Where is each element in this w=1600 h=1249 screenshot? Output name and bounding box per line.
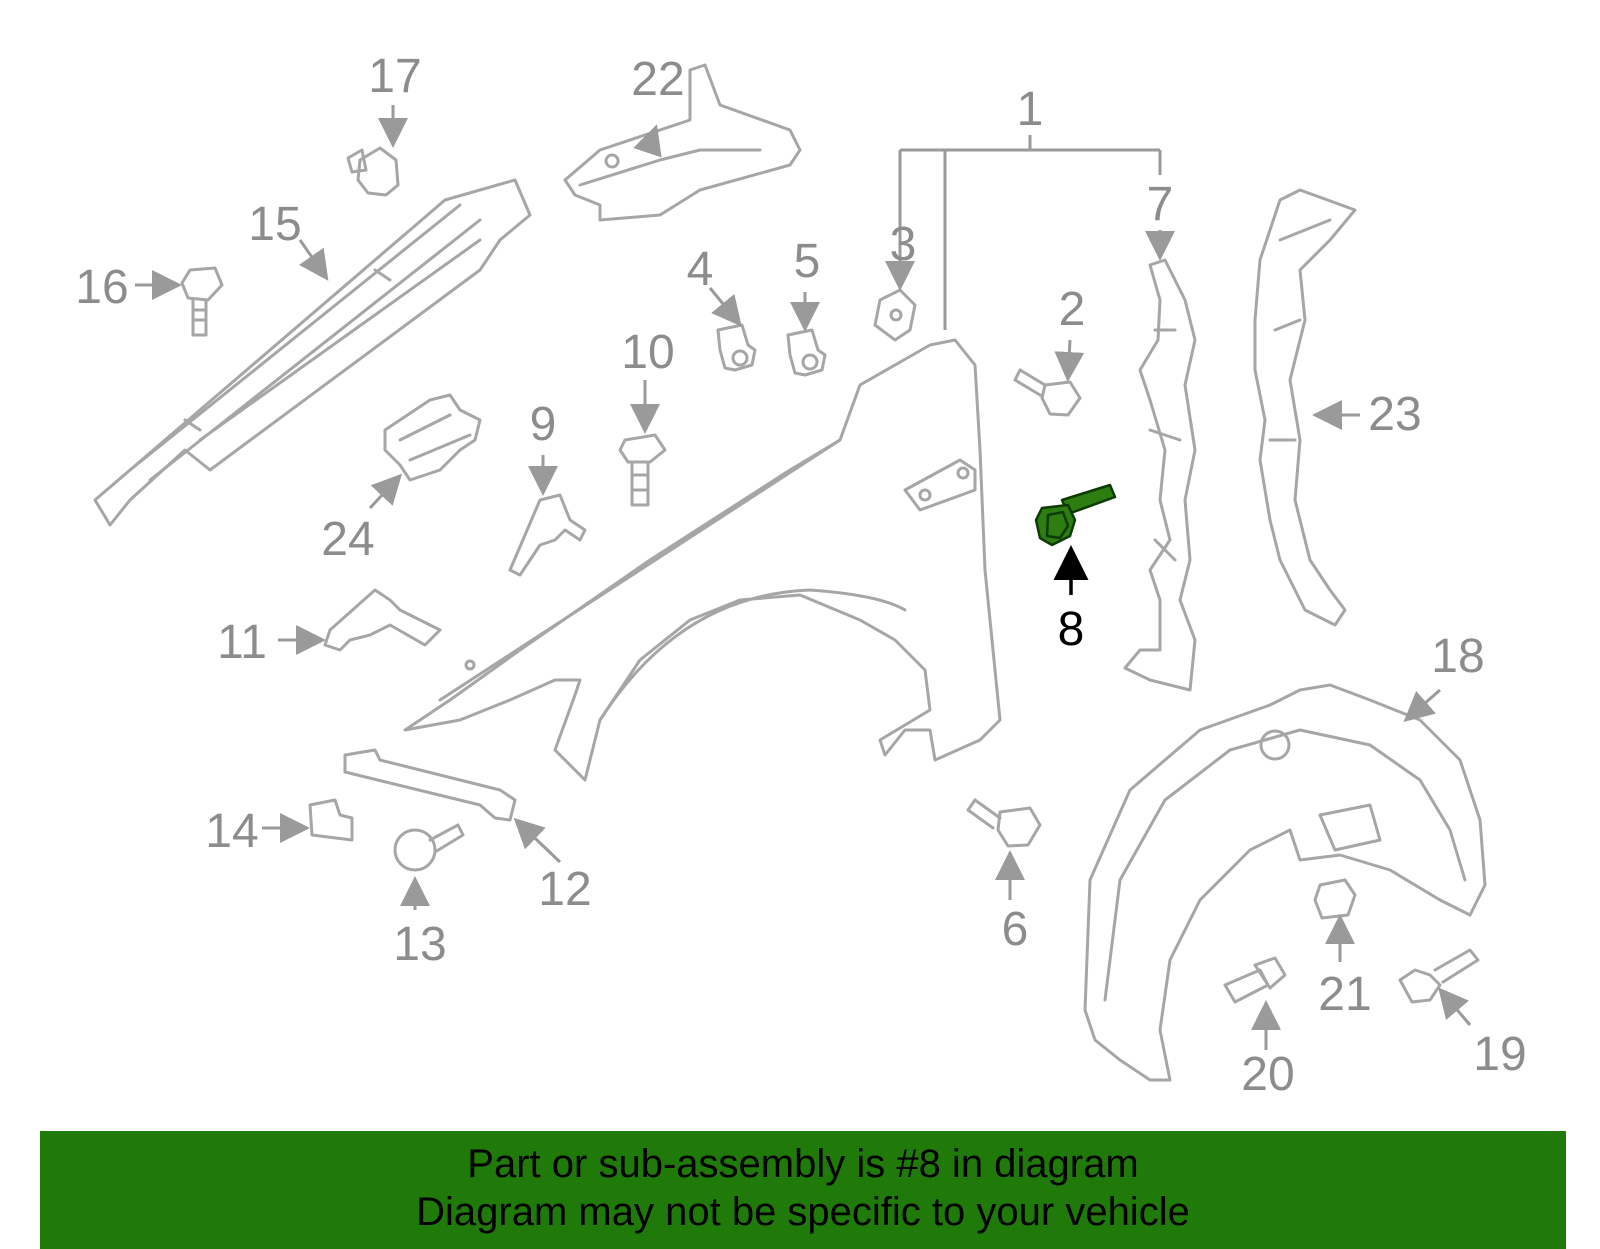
callout-13[interactable]: 13 [393, 918, 446, 971]
callout-10[interactable]: 10 [621, 326, 674, 379]
part-20-clip[interactable] [1223, 956, 1287, 1004]
callout-1[interactable]: 1 [1017, 83, 1044, 136]
part-8-bolt-highlighted[interactable] [1034, 483, 1117, 547]
part-2-bolt[interactable] [1013, 368, 1082, 417]
part-15-rail[interactable] [93, 178, 532, 527]
callout-12[interactable]: 12 [538, 863, 591, 916]
callout-24[interactable]: 24 [321, 513, 374, 566]
banner-line-1: Part or sub-assembly is #8 in diagram [467, 1142, 1139, 1186]
callout-21[interactable]: 21 [1318, 968, 1371, 1021]
callout-22[interactable]: 22 [631, 53, 684, 106]
part-23-strip[interactable] [1253, 188, 1357, 627]
part-22-bracket[interactable] [563, 63, 802, 222]
callout-7[interactable]: 7 [1147, 178, 1174, 231]
callout-3[interactable]: 3 [890, 218, 917, 271]
callout-19[interactable]: 19 [1473, 1028, 1526, 1081]
part-7-strip[interactable] [1123, 258, 1197, 692]
callout-2[interactable]: 2 [1059, 283, 1086, 336]
callout-9[interactable]: 9 [530, 398, 557, 451]
fender-panel[interactable] [403, 338, 1002, 782]
callout-23[interactable]: 23 [1368, 388, 1421, 441]
part-11-bracket[interactable] [323, 588, 442, 652]
callout-18[interactable]: 18 [1431, 630, 1484, 683]
callout-16[interactable]: 16 [75, 261, 128, 314]
part-24-bracket[interactable] [383, 393, 482, 482]
callout-5[interactable]: 5 [794, 235, 821, 288]
part-14-clip[interactable] [308, 798, 354, 842]
part-6-bolt[interactable] [966, 798, 1042, 848]
exploded-parts-diagram: 1 2 3 4 5 6 7 8 9 10 11 12 13 14 15 16 1… [75, 50, 1526, 1101]
callout-11[interactable]: 11 [217, 616, 267, 669]
part-4-clip[interactable] [716, 323, 757, 372]
callout-4[interactable]: 4 [687, 243, 714, 296]
part-21-plug[interactable] [1313, 878, 1357, 920]
part-18-wheel-liner[interactable] [1083, 683, 1487, 1082]
part-19-bolt[interactable] [1398, 948, 1480, 1004]
part-16-bolt[interactable] [180, 266, 224, 337]
callout-numbers: 1 2 3 4 5 6 7 8 9 10 11 12 13 14 15 16 1… [75, 50, 1526, 1101]
banner-line-2: Diagram may not be specific to your vehi… [416, 1190, 1190, 1234]
part-10-bolt[interactable] [618, 433, 667, 507]
part-3-clip[interactable] [873, 288, 917, 342]
callout-20[interactable]: 20 [1241, 1048, 1294, 1101]
part-17-clip[interactable] [346, 146, 400, 197]
callout-6[interactable]: 6 [1002, 903, 1029, 956]
callout-15[interactable]: 15 [248, 198, 301, 251]
part-12-strip[interactable] [343, 748, 517, 822]
info-banner: Part or sub-assembly is #8 in diagram Di… [40, 1131, 1566, 1249]
leader-lines [135, 105, 1472, 1050]
part-9-clip[interactable] [508, 493, 587, 577]
part-13-bolt[interactable] [393, 823, 465, 872]
callout-14[interactable]: 14 [205, 805, 258, 858]
part-5-clip[interactable] [786, 328, 827, 377]
callout-17[interactable]: 17 [368, 50, 421, 103]
callout-8[interactable]: 8 [1058, 603, 1085, 656]
